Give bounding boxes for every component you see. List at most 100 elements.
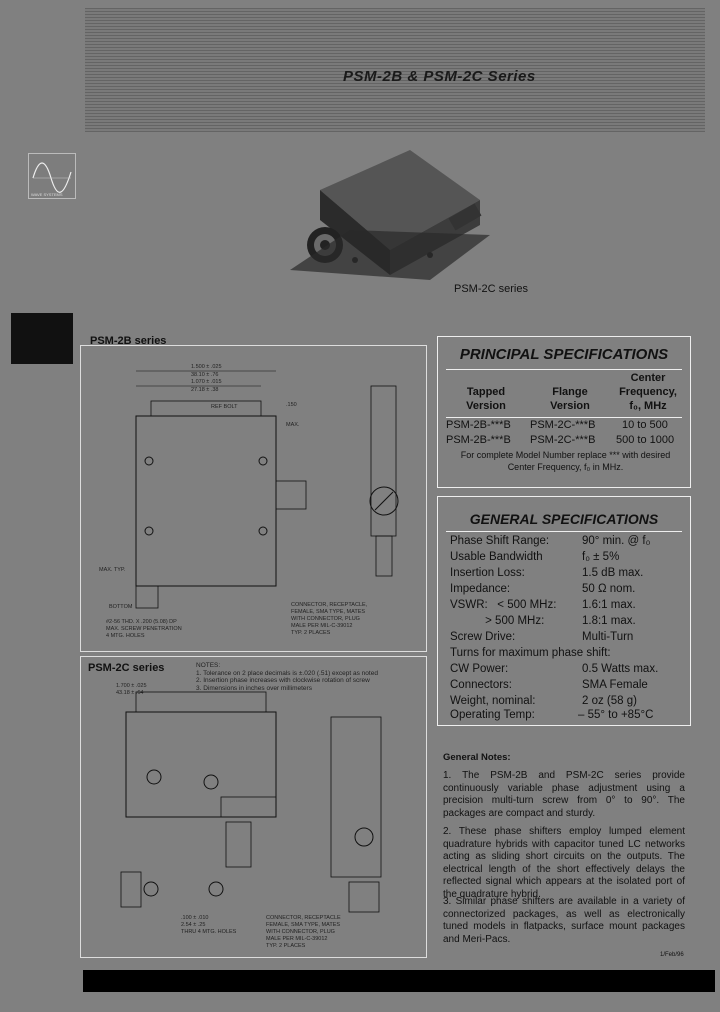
dim-label: 38.10 ± .76 [191,372,218,378]
drawing-notes: NOTES: 1. Tolerance on 2 place decimals … [196,662,421,692]
dim-label: 43.18 ± .64 [116,690,143,696]
dim-label: REF BOLT [211,404,238,410]
dim-label: .150 [286,402,297,408]
table-cell: PSM-2B-***B [446,419,511,431]
date-code: 1/Feb/96 [660,952,684,958]
spec-value: SMA Female [582,679,648,691]
spec-value: 1.5 dB max. [582,567,644,579]
column-header-line: Version [466,400,506,412]
spec-label: CW Power: [450,663,509,675]
dim-label: WITH CONNECTOR, PLUG [291,616,360,622]
divider [446,417,682,418]
psm2b-outline-drawing: 1.500 ± .025 38.10 ± .76 1.070 ± .015 27… [99,364,399,639]
spec-row: Usable Bandwidth f₀ ± 5% [450,551,678,566]
table-cell: PSM-2C-***B [530,419,596,431]
psm2c-drawing-panel: 1.700 ± .025 43.18 ± .64 CONNECTOR, RECE… [80,656,427,958]
spec-row: Operating Temp: – 55° to +85°C [450,709,678,724]
dim-label: MAX. SCREW PENETRATION [106,626,182,632]
spec-row: Screw Drive: Multi-Turn [450,631,678,646]
divider [446,369,682,370]
spec-value: 1.6:1 max. [582,599,636,611]
divider [446,531,682,532]
table-cell: 500 to 1000 [616,434,675,446]
spec-value: Multi-Turn [582,631,634,643]
general-note: 3. Similar phase shifters are available … [443,896,685,945]
spec-value: 90° min. @ f₀ [582,535,651,547]
spec-value: 50 Ω nom. [582,583,636,595]
dim-label: WITH CONNECTOR, PLUG [266,929,335,935]
spec-row: Connectors: SMA Female [450,679,678,694]
section-tab [11,313,73,364]
column-header-line: Tapped [466,386,506,398]
dim-label: MAX. TYP. [99,567,126,573]
dim-label: MALE PER MIL-C-39012 [291,623,352,629]
general-note: 2. These phase shifters employ lumped el… [443,826,685,900]
dim-label: #2-56 THD. X .200 (5.08) DP [106,619,177,625]
dim-label: FEMALE, SMA TYPE, MATES [291,609,365,615]
spec-label: VSWR: < 500 MHz: [450,599,557,611]
spec-value: f₀ ± 5% [582,551,620,563]
spec-row: Phase Shift Range: 90° min. @ f₀ [450,535,678,550]
company-logo: WAVE SYSTEMS [28,153,76,199]
spec-label: Phase Shift Range: [450,535,550,547]
spec-row: Weight, nominal: 2 oz (58 g) [450,695,678,710]
column-header-line: Version [550,400,590,412]
page-title: PSM-2B & PSM-2C Series [343,68,536,85]
dim-label: 27.18 ± .38 [191,387,218,393]
general-notes-panel: General Notes: 1. The PSM-2B and PSM-2C … [437,738,689,966]
column-header-line: Flange [552,386,588,398]
drawing-note: 1. Tolerance on 2 place decimals is ±.02… [196,669,378,677]
sine-wave-icon [32,162,72,193]
psm2c-title: PSM-2C series [88,662,165,674]
dim-label: MALE PER MIL-C-39012 [266,936,327,942]
spec-row: Impedance: 50 Ω nom. [450,583,678,598]
photo-caption: PSM-2C series [454,283,528,295]
dim-label: TYP. 2 PLACES [266,943,306,949]
table-cell: PSM-2B-***B [446,434,511,446]
dim-label: 4 MTG. HOLES [106,633,145,639]
principal-specs-title: PRINCIPAL SPECIFICATIONS [459,346,669,363]
dim-label: MAX. [286,422,300,428]
table-cell: PSM-2C-***B [530,434,596,446]
spec-row: > 500 MHz:1.8:1 max. [450,615,678,630]
dim-label: 2.54 ± .25 [181,922,205,928]
dim-label: 1.500 ± .025 [191,364,222,370]
column-header: Tapped Version [446,385,526,413]
general-notes-title: General Notes: [443,752,511,763]
dim-label: CONNECTOR, RECEPTACLE, [291,602,368,608]
spec-value: 2 oz (58 g) [582,695,637,707]
drawing-note: 2. Insertion phase increases with clockw… [196,677,370,684]
dim-label: 1.700 ± .025 [116,683,147,689]
column-header-line: f₀, MHz [629,400,667,412]
dim-label: TYP. 2 PLACES [291,630,331,636]
dim-label: CONNECTOR, RECEPTACLE [266,915,341,921]
spec-label: Screw Drive: [450,631,516,643]
column-header-line: Center [630,372,666,384]
spec-label: Weight, nominal: [450,695,536,707]
spec-value: 0.5 Watts max. [582,663,659,675]
psm2c-outline-drawing: 1.700 ± .025 43.18 ± .64 CONNECTOR, RECE… [116,683,382,949]
spec-row: CW Power: 0.5 Watts max. [450,663,678,678]
drawing-notes-title: NOTES: [196,662,221,669]
spec-value: – 55° to +85°C [578,709,654,721]
table-cell: 10 to 500 [622,419,668,431]
spec-row: Insertion Loss: 1.5 dB max. [450,567,678,582]
spec-label: Operating Temp: [450,709,535,721]
principal-specs-panel: PRINCIPAL SPECIFICATIONS Tapped Version … [437,336,691,488]
column-header-line: Frequency, [619,386,677,398]
header-band: PSM-2B & PSM-2C Series [85,8,705,132]
spec-label: Insertion Loss: [450,567,525,579]
psm2b-title: PSM-2B series [90,335,167,347]
logo-caption: WAVE SYSTEMS [31,192,63,197]
spec-label: Impedance: [450,583,511,595]
spec-label: Usable Bandwidth [450,551,543,563]
footer-bar [83,970,715,992]
general-note: 1. The PSM-2B and PSM-2C series provide … [443,770,685,819]
dim-label: BOTTOM [109,604,133,610]
general-specs-panel: GENERAL SPECIFICATIONS Phase Shift Range… [437,496,691,726]
spec-label: Connectors: [450,679,513,691]
model-number-note: For complete Model Number replace *** wi… [460,450,671,472]
spec-row: VSWR: < 500 MHz: 1.6:1 max. [450,599,678,614]
dim-label: 1.070 ± .015 [191,379,222,385]
spec-value: 1.8:1 max. [582,615,636,627]
